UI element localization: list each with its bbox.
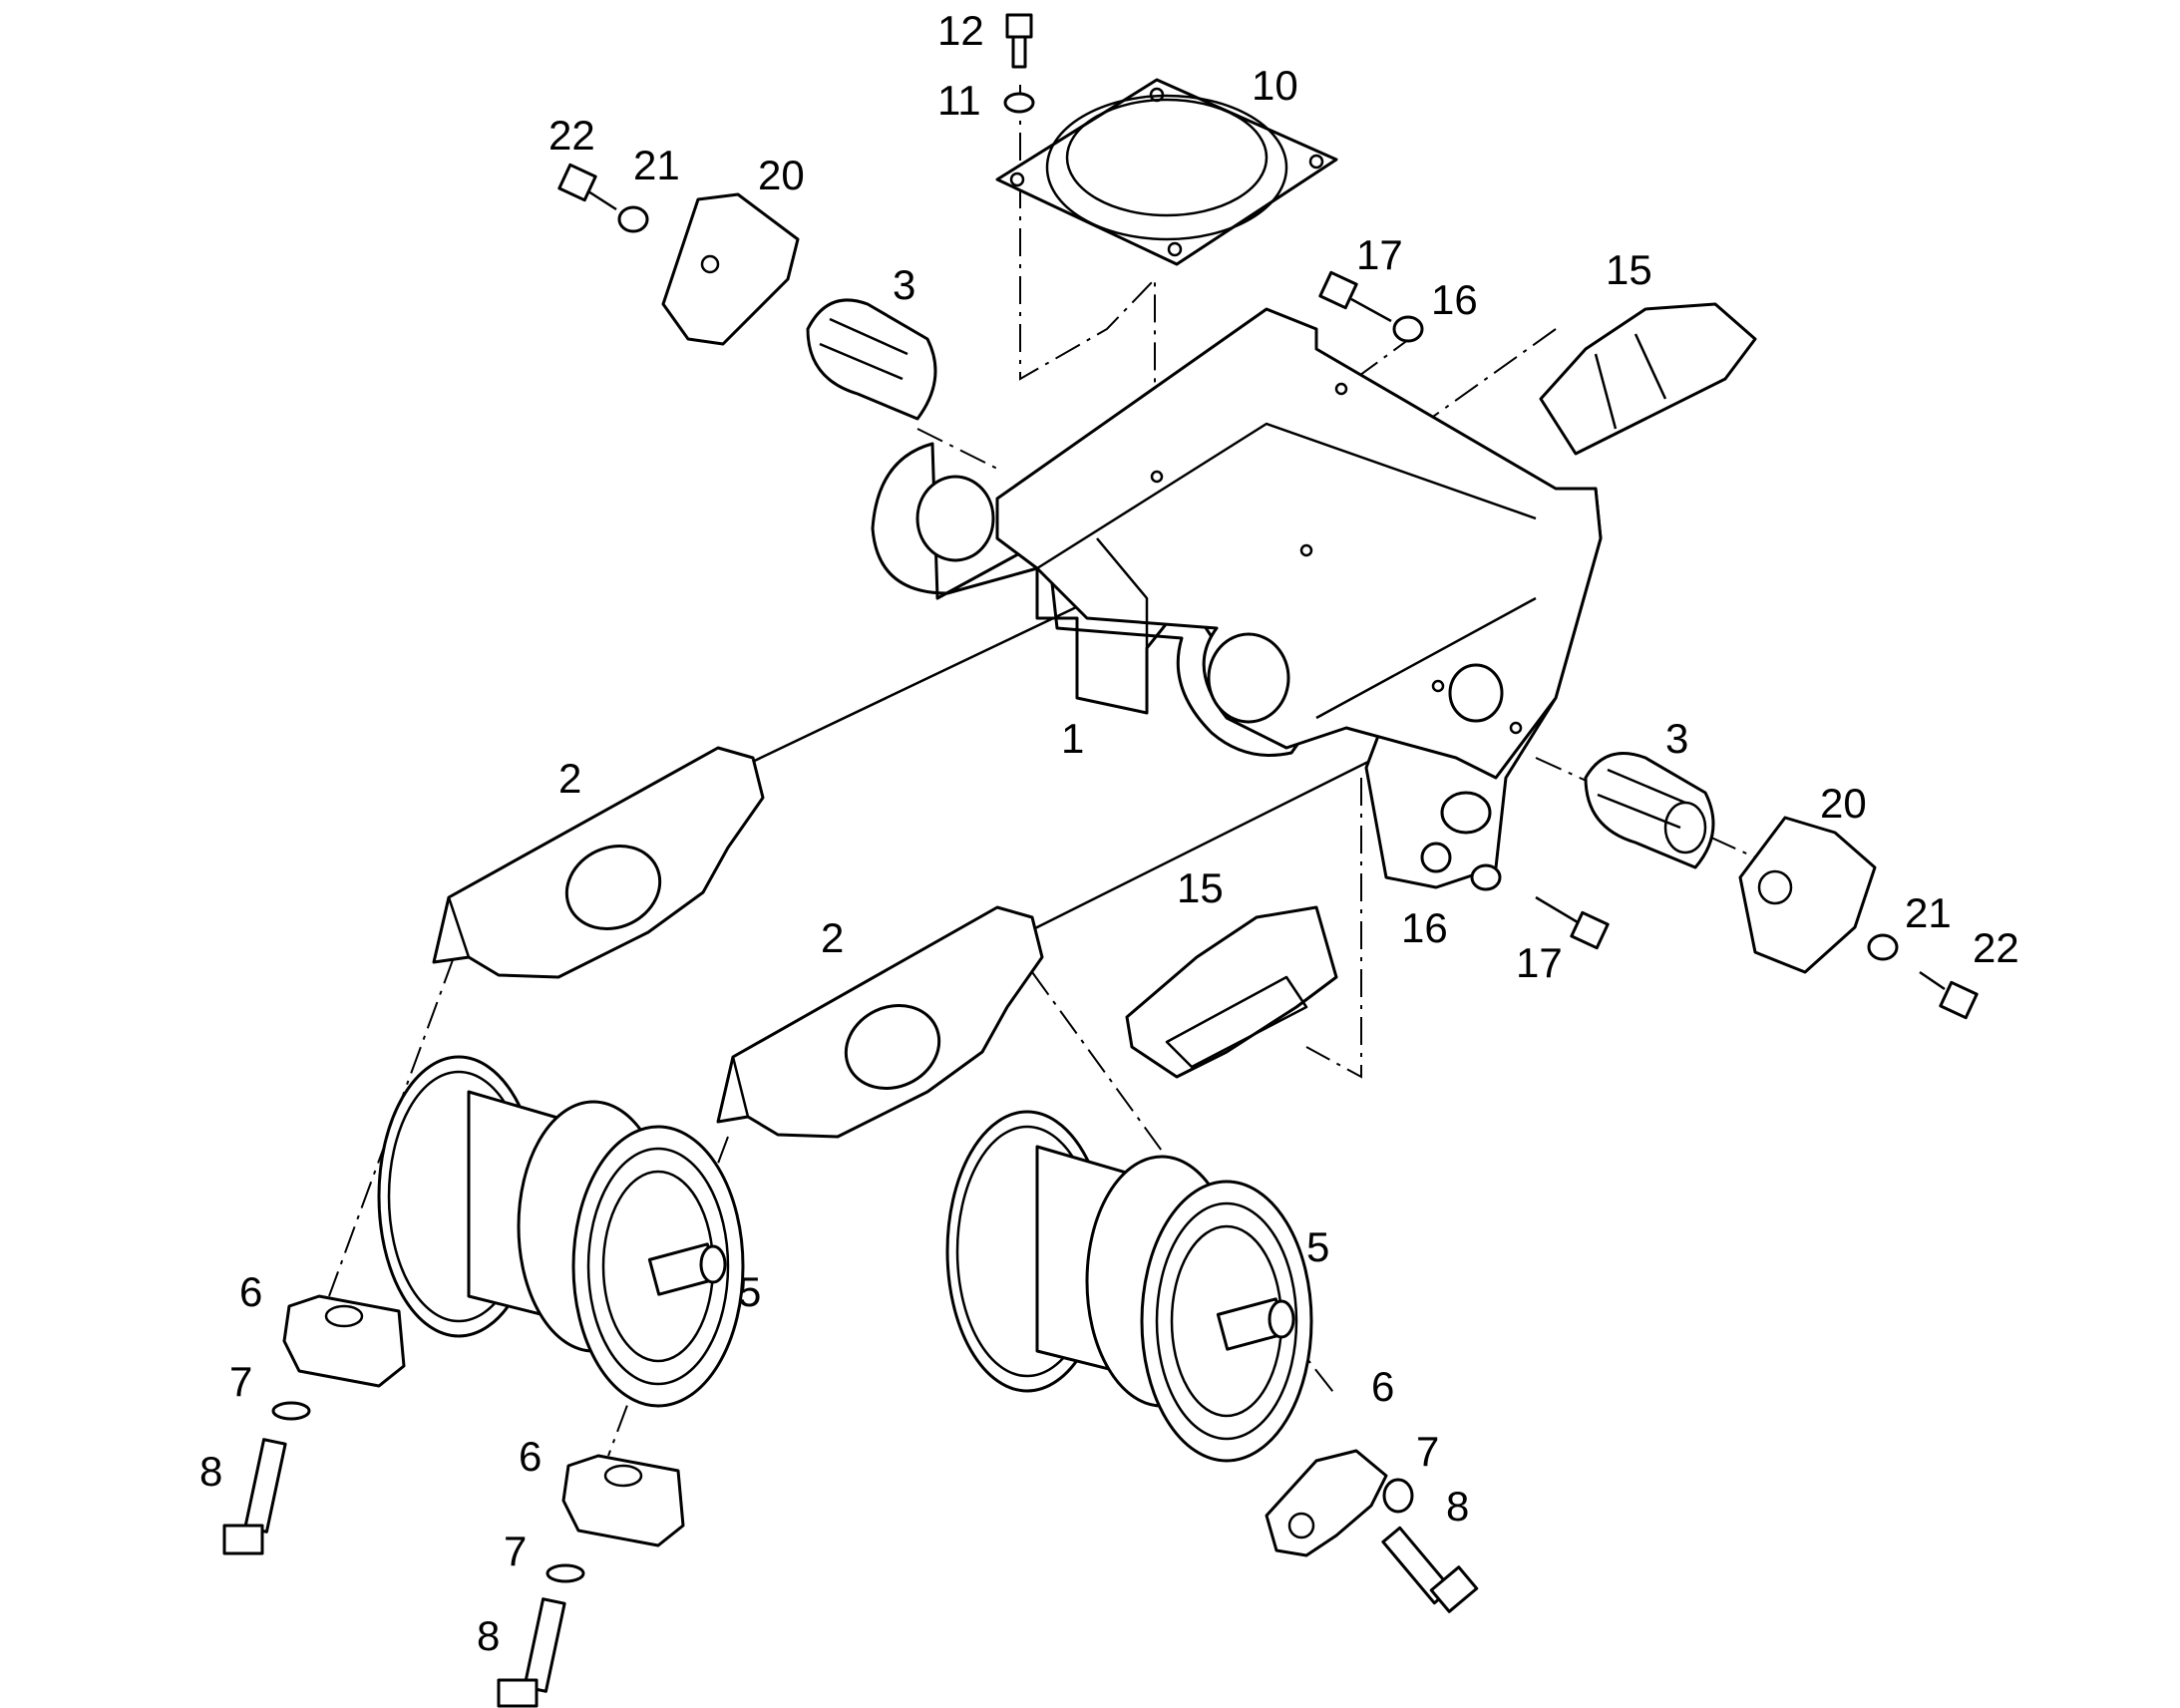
callout-7-c: 7 [1416,1428,1439,1475]
callout-15-upper: 15 [1606,246,1652,293]
callout-7-b: 7 [504,1528,527,1574]
bolt-part-8-a [222,1438,287,1555]
bolt-part-17-lower [1535,895,1610,950]
washer-part-7-a [271,1401,311,1421]
callout-8-a: 8 [199,1448,222,1495]
callout-8-b: 8 [477,1612,500,1659]
washer-part-11 [1003,92,1035,114]
callout-10: 10 [1252,62,1298,109]
callout-12: 12 [937,7,984,54]
callout-labels: 1 2 2 3 3 5 5 6 6 6 7 7 7 8 8 8 10 11 12… [199,7,2019,1659]
callout-3-upper: 3 [893,261,915,308]
callout-11: 11 [937,77,981,124]
bolt-part-8-c [1381,1526,1479,1613]
clamp-part-6-a [282,1294,406,1388]
callout-1: 1 [1061,715,1084,762]
washer-part-21-lower [1867,933,1899,961]
bolt-part-12 [1005,13,1033,69]
bushing-part-3-lower [1584,752,1715,869]
clamp-part-6-c [1265,1449,1388,1557]
bolt-part-22-lower [1919,970,1979,1020]
frame-part-1 [871,307,1603,889]
callout-20-lower: 20 [1820,780,1867,827]
washer-part-16-lower [1470,863,1502,891]
callout-6-c: 6 [1371,1363,1394,1410]
pad-plate-part-10 [995,78,1338,266]
callout-2-upper: 2 [558,755,581,802]
callout-2-lower: 2 [821,914,844,961]
callout-21-upper: 21 [633,142,680,188]
bushing-part-3-upper [806,298,937,421]
washer-part-7-c [1382,1478,1414,1514]
callout-22-lower: 22 [1973,924,2019,971]
roller-part-5-left [377,1055,745,1408]
roller-part-5-right [945,1110,1313,1463]
washer-part-16-upper [1392,315,1424,343]
bolt-part-22-upper [557,163,617,211]
callout-15-lower: 15 [1177,864,1224,911]
clamp-part-6-b [561,1454,685,1547]
callout-5-left: 5 [738,1268,761,1315]
washer-part-7-b [545,1563,585,1583]
washer-part-21-upper [617,205,649,233]
callout-8-c: 8 [1446,1483,1469,1530]
cap-part-20-lower [1738,816,1877,974]
callout-7-a: 7 [229,1358,252,1405]
bolt-part-17-upper [1318,270,1392,323]
callout-22-upper: 22 [548,112,595,159]
callout-6-b: 6 [519,1433,542,1480]
callout-16-upper: 16 [1431,276,1478,323]
callout-20-upper: 20 [758,152,805,198]
guide-part-15-lower [1125,905,1338,1079]
callout-5-right: 5 [1306,1223,1329,1270]
callout-3-lower: 3 [1665,715,1688,762]
callout-17-upper: 17 [1356,231,1403,278]
callout-21-lower: 21 [1905,889,1952,936]
callout-17-lower: 17 [1516,939,1563,986]
side-plate-part-2-upper [432,746,765,979]
callout-16-lower: 16 [1401,904,1448,951]
guide-part-15-upper [1539,302,1757,456]
bolt-part-8-b [497,1597,566,1708]
side-plate-part-2-lower [716,905,1044,1139]
callout-6-a: 6 [239,1268,262,1315]
cap-part-20-upper [661,192,800,346]
